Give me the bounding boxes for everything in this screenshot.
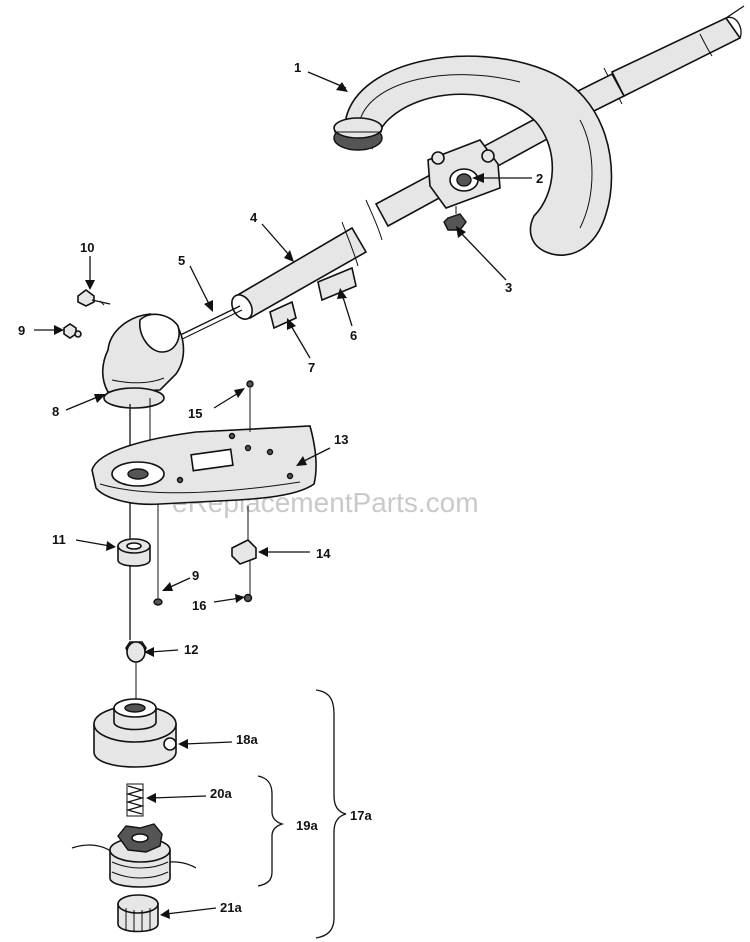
callout-17a: 17a xyxy=(350,808,372,823)
callout-9-lower: 9 xyxy=(192,568,199,583)
callout-13: 13 xyxy=(334,432,348,447)
part-8-gear-head xyxy=(101,313,185,409)
part-20a-spring xyxy=(125,783,145,817)
callout-15: 15 xyxy=(188,406,202,421)
callout-1: 1 xyxy=(294,60,301,75)
callout-labels: 1 2 3 4 5 6 7 8 9 10 11 9 12 13 14 15 16… xyxy=(18,60,543,915)
part-7-decal xyxy=(269,300,297,330)
part-13-shield xyxy=(91,425,317,506)
callout-10: 10 xyxy=(80,240,94,255)
bracket-17a xyxy=(315,689,347,939)
part-4-drive-tube xyxy=(231,221,368,320)
part-12-arbor xyxy=(125,641,147,700)
callout-6: 6 xyxy=(350,328,357,343)
callout-8: 8 xyxy=(52,404,59,419)
callout-3: 3 xyxy=(505,280,512,295)
bracket-19a xyxy=(257,775,285,887)
callout-16: 16 xyxy=(192,598,206,613)
callout-21a: 21a xyxy=(220,900,242,915)
part-6-decal xyxy=(317,266,357,302)
callout-12: 12 xyxy=(184,642,198,657)
callout-18a: 18a xyxy=(236,732,258,747)
part-21a-knob xyxy=(117,894,159,933)
part-15-screw xyxy=(246,380,254,432)
part-3-nut xyxy=(443,206,467,231)
callout-4: 4 xyxy=(250,210,258,225)
callout-11: 11 xyxy=(52,532,66,547)
part-19a-spool xyxy=(71,823,197,888)
part-14-cutter xyxy=(231,506,257,565)
part-9-screw-upper xyxy=(63,323,82,339)
callout-14: 14 xyxy=(316,546,331,561)
output-shaft xyxy=(129,398,151,640)
callout-7: 7 xyxy=(308,360,315,375)
part-10-screw xyxy=(77,289,111,307)
leader-lines xyxy=(34,71,532,919)
part-18a-spool-housing xyxy=(93,698,177,768)
part-11-bearing xyxy=(117,538,151,567)
callout-20a: 20a xyxy=(210,786,232,801)
part-16-nut xyxy=(243,560,253,603)
part-2-clamp-bolt xyxy=(427,139,501,209)
callout-5: 5 xyxy=(178,253,185,268)
callout-9-upper: 9 xyxy=(18,323,25,338)
part-1-loop-handle xyxy=(333,55,613,256)
callout-2: 2 xyxy=(536,171,543,186)
part-9-screw-lower xyxy=(153,504,163,606)
callout-19a: 19a xyxy=(296,818,318,833)
